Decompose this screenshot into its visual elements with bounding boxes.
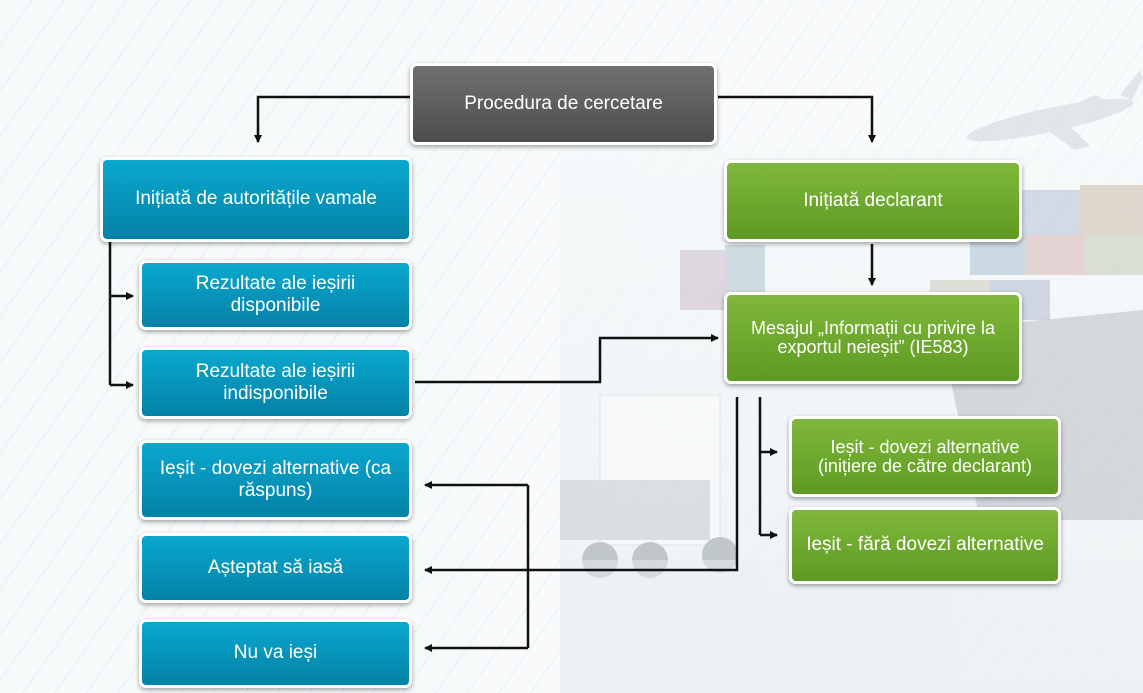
results-available-node: Rezultate ale ieșirii disponibile (139, 260, 412, 330)
root-node: Procedura de cercetare (410, 63, 717, 145)
customs-authorities-label: Inițiată de autoritățile vamale (135, 188, 377, 210)
root-label: Procedura de cercetare (464, 92, 663, 114)
outcome-alt-declarant-node: Ieșit - dovezi alternative (inițiere de … (789, 416, 1061, 497)
outcome-no-evidence-node: Ieșit - fără dovezi alternative (789, 507, 1061, 584)
outcome-will-not-exit-label: Nu va ieși (233, 642, 318, 664)
outcome-expected-label: Așteptat să iasă (207, 556, 344, 578)
outcome-alt-response-label: Ieșit - dovezi alternative (ca răspuns) (159, 457, 392, 501)
ie583-message-label: Mesajul „Informații cu privire la export… (750, 318, 996, 357)
outcome-alt-response-node: Ieșit - dovezi alternative (ca răspuns) (139, 440, 412, 520)
results-unavailable-node: Rezultate ale ieșirii indisponibile (139, 347, 412, 419)
outcome-alt-declarant-label: Ieșit - dovezi alternative (inițiere de … (817, 436, 1033, 476)
results-unavailable-label: Rezultate ale ieșirii indisponibile (195, 360, 356, 404)
outcome-no-evidence-label: Ieșit - fără dovezi alternative (806, 534, 1044, 556)
ie583-message-node: Mesajul „Informații cu privire la export… (724, 292, 1022, 384)
declarant-label: Inițiată declarant (803, 189, 943, 211)
outcome-expected-node: Așteptat să iasă (139, 533, 412, 603)
declarant-node: Inițiată declarant (724, 160, 1022, 242)
customs-authorities-node: Inițiată de autoritățile vamale (100, 157, 412, 242)
results-available-label: Rezultate ale ieșirii disponibile (195, 272, 356, 316)
outcome-will-not-exit-node: Nu va ieși (139, 619, 412, 688)
